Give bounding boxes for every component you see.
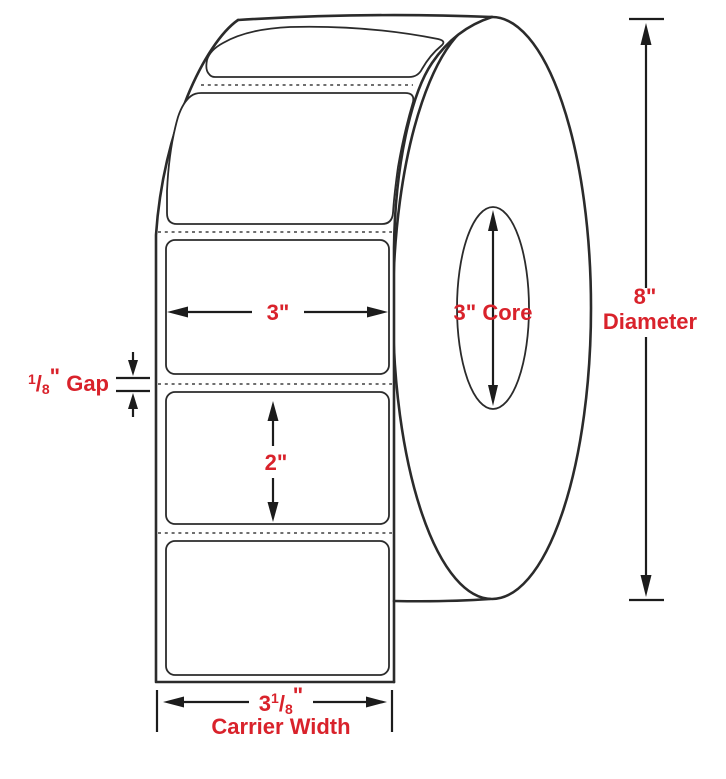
arrow-up-icon — [267, 401, 279, 421]
gap-frac-denominator: 8 — [42, 381, 50, 397]
label-2 — [166, 92, 415, 225]
diameter-size-text: 8" — [634, 284, 657, 309]
perforation-lines — [158, 84, 413, 534]
arrow-up-icon — [640, 23, 652, 45]
label-4 — [165, 391, 390, 525]
arrow-up-icon — [488, 210, 498, 231]
carrier-frac-denominator: 8 — [285, 701, 293, 717]
arrow-down-icon — [488, 385, 498, 406]
arrow-left-icon — [163, 696, 184, 708]
gap-frac-slash: / — [36, 371, 42, 396]
gap-word: Gap — [60, 371, 109, 396]
carrier-word-text: Carrier Width — [211, 714, 350, 739]
label-partial-top — [205, 25, 445, 78]
label-height-text: 2" — [265, 450, 288, 475]
dimension-label-height: 2" — [265, 401, 288, 522]
dimension-gap: 1/8" Gap — [28, 352, 150, 417]
dimension-diameter: 8" Diameter — [603, 17, 698, 602]
core-text: 3" Core — [454, 300, 533, 325]
gap-quote: " — [50, 364, 60, 389]
diameter-word-text: Diameter — [603, 309, 698, 334]
carrier-frac-slash: / — [279, 691, 285, 716]
arrow-right-icon — [367, 306, 388, 318]
roll-top-edge — [236, 13, 494, 22]
roll-bottom-edge — [392, 597, 492, 603]
arrow-up-icon — [128, 393, 138, 409]
arrow-down-icon — [128, 360, 138, 376]
carrier-frac-numerator: 1 — [271, 690, 279, 706]
label-width-text: 3" — [267, 300, 290, 325]
label-5 — [165, 540, 390, 676]
carrier-int: 3 — [259, 691, 271, 716]
labels-group — [165, 25, 445, 676]
web-right-edge — [392, 15, 494, 684]
gap-frac-numerator: 1 — [28, 371, 36, 387]
dimension-core: 3" Core — [454, 210, 533, 406]
arrow-down-icon — [267, 502, 279, 522]
arrow-left-icon — [167, 306, 188, 318]
arrow-right-icon — [366, 696, 387, 708]
carrier-size-text: 31/8" — [259, 683, 303, 717]
carrier-quote: " — [293, 683, 303, 708]
dimension-label-width: 3" — [167, 300, 388, 325]
dimension-carrier-width: 31/8" Carrier Width — [155, 683, 394, 739]
gap-text: 1/8" Gap — [28, 364, 109, 397]
arrow-down-icon — [640, 575, 652, 597]
label-3 — [165, 239, 390, 375]
